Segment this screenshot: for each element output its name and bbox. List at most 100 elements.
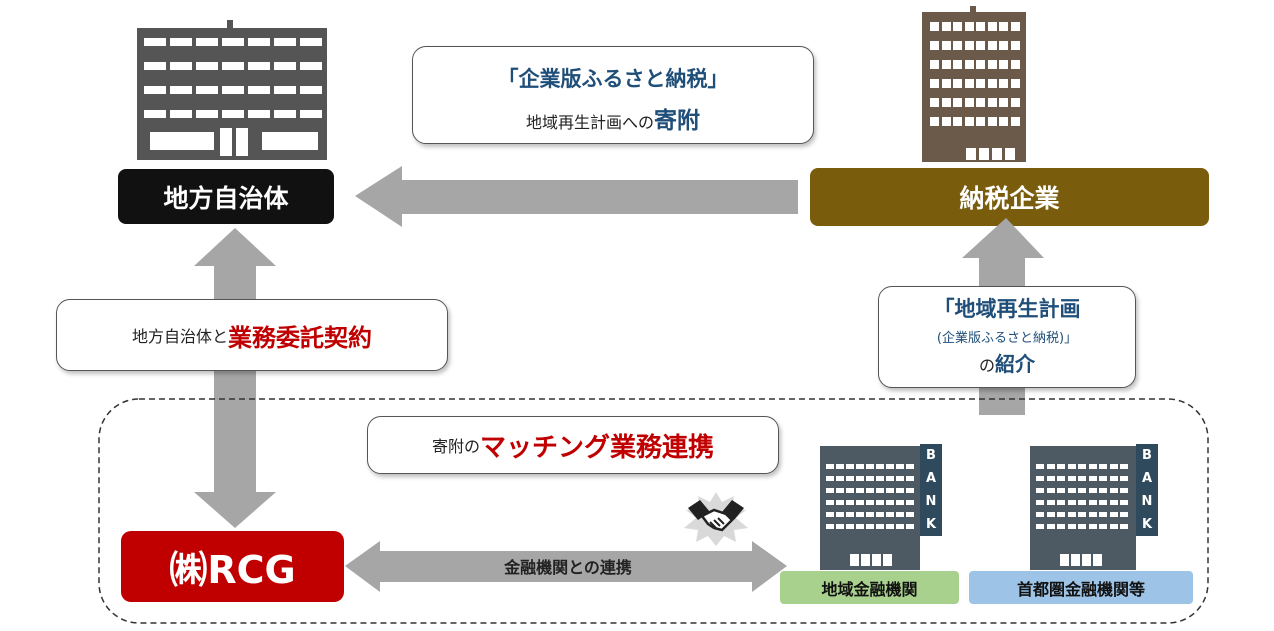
- window: [964, 41, 974, 50]
- window: [883, 554, 892, 566]
- window: [987, 60, 997, 69]
- window: [1088, 488, 1097, 493]
- window: [964, 60, 974, 69]
- window: [953, 117, 962, 126]
- window: [1088, 512, 1097, 517]
- window: [826, 476, 834, 481]
- matching-callout-emph: マッチング業務連携: [480, 432, 715, 463]
- window: [846, 512, 854, 517]
- plan-callout: 「地域再生計画 (企業版ふるさと納税)」 の紹介: [878, 286, 1136, 388]
- plan-callout-title: 「地域再生計画: [933, 297, 1081, 321]
- window: [1099, 488, 1107, 493]
- window: [1010, 60, 1020, 69]
- window: [999, 22, 1008, 31]
- window: [1036, 500, 1044, 505]
- window: [953, 60, 962, 69]
- window: [1010, 117, 1020, 126]
- window: [906, 464, 914, 469]
- window: [144, 110, 166, 118]
- window: [1078, 476, 1086, 481]
- window: [196, 62, 218, 70]
- window: [930, 60, 939, 69]
- window: [896, 488, 904, 493]
- window: [987, 98, 997, 107]
- window: [248, 62, 270, 70]
- window: [876, 500, 884, 505]
- window: [1078, 488, 1086, 493]
- window: [170, 86, 192, 94]
- window: [930, 41, 939, 50]
- window: [1057, 488, 1065, 493]
- window: [1120, 464, 1128, 469]
- window: [1099, 512, 1107, 517]
- window: [987, 117, 997, 126]
- municipality-node: 地方自治体: [118, 169, 334, 224]
- window: [836, 512, 844, 517]
- window: [856, 500, 864, 505]
- rcg-node: ㈱RCG: [121, 531, 344, 602]
- window: [1078, 464, 1086, 469]
- bank-link-label: 金融機関との連携: [504, 558, 632, 577]
- donation-callout-emph: 寄附: [654, 108, 700, 134]
- company-label: 納税企業: [959, 184, 1060, 213]
- metro-bank-building-icon: B A N K: [1030, 440, 1162, 570]
- window: [1120, 500, 1128, 505]
- window: [856, 464, 864, 469]
- window: [150, 132, 214, 150]
- window: [866, 488, 874, 493]
- window: [930, 117, 939, 126]
- window: [866, 512, 874, 517]
- window: [876, 512, 884, 517]
- window: [876, 488, 884, 493]
- regional-bank-building-icon: B A N K: [820, 440, 952, 570]
- window: [1057, 464, 1065, 469]
- window: [1088, 500, 1097, 505]
- window: [300, 86, 322, 94]
- window: [856, 512, 864, 517]
- window: [930, 22, 939, 31]
- window: [1082, 554, 1091, 566]
- window: [941, 117, 951, 126]
- window: [222, 38, 244, 46]
- window: [876, 464, 884, 469]
- window: [1046, 524, 1055, 529]
- window: [1036, 476, 1044, 481]
- metro-bank-node: 首都圏金融機関等: [969, 571, 1193, 604]
- window: [1099, 464, 1107, 469]
- window: [846, 464, 854, 469]
- window: [826, 464, 834, 469]
- window: [896, 500, 904, 505]
- window: [846, 476, 854, 481]
- window: [886, 512, 894, 517]
- bank-tag-letter: B: [1142, 448, 1152, 463]
- window: [976, 98, 985, 107]
- window: [1036, 464, 1044, 469]
- window: [1071, 554, 1080, 566]
- window: [886, 524, 894, 529]
- window: [1036, 488, 1044, 493]
- window: [1060, 554, 1069, 566]
- partnership-boundary: [98, 398, 1209, 624]
- matching-callout-text: 寄附の: [431, 437, 480, 456]
- window: [274, 62, 296, 70]
- matching-callout: 寄附のマッチング業務連携: [367, 416, 779, 474]
- window: [1120, 524, 1128, 529]
- company-node: 納税企業: [810, 168, 1209, 226]
- donation-callout-title: 「企業版ふるさと納税」: [497, 67, 729, 91]
- window: [886, 476, 894, 481]
- window: [953, 98, 962, 107]
- window: [886, 500, 894, 505]
- window: [826, 512, 834, 517]
- window: [836, 488, 844, 493]
- regional-bank-label: 地域金融機関: [821, 579, 918, 599]
- window: [1010, 22, 1020, 31]
- bank-tag-letter: A: [925, 471, 937, 486]
- window: [906, 488, 914, 493]
- window: [170, 110, 192, 118]
- window: [826, 500, 834, 505]
- window: [1010, 98, 1020, 107]
- window: [866, 500, 874, 505]
- regional-bank-tag: B A N K: [920, 444, 942, 536]
- window: [999, 98, 1008, 107]
- window: [976, 60, 985, 69]
